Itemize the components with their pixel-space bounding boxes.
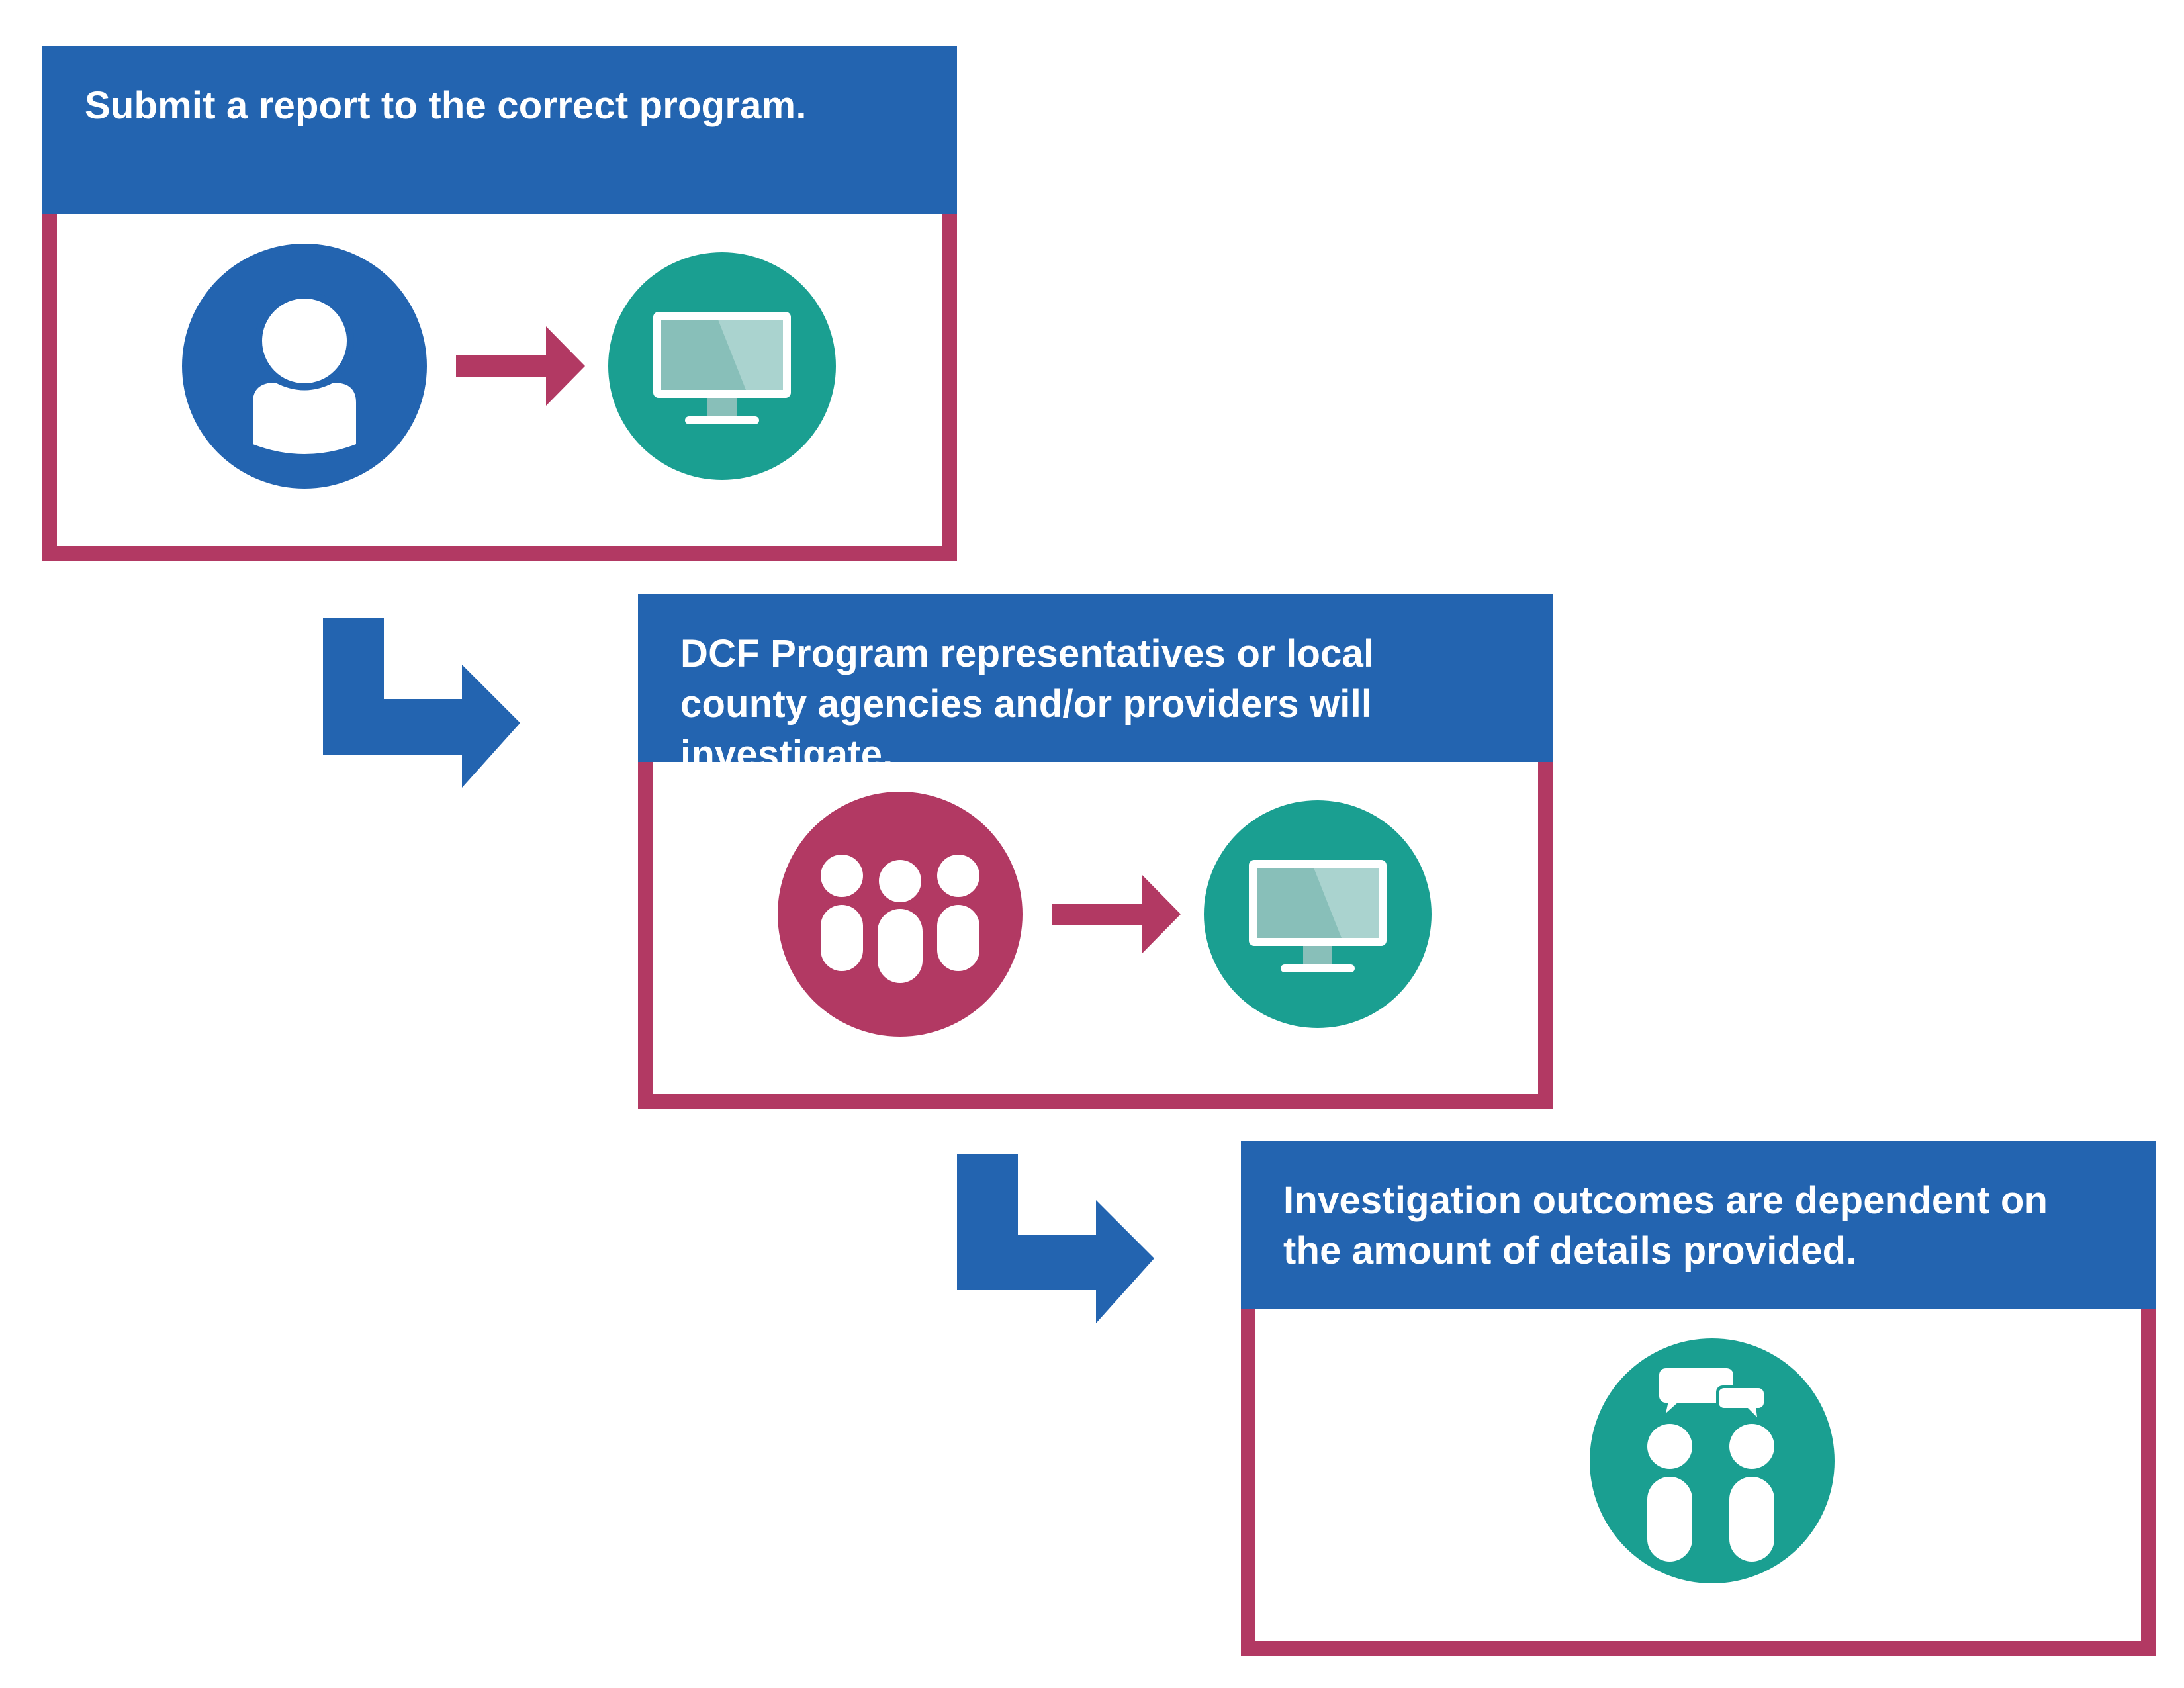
conversation-icon bbox=[1590, 1338, 1835, 1583]
step-3-text: Investigation outcomes are dependent on … bbox=[1283, 1179, 2048, 1272]
right-arrow-icon bbox=[456, 326, 585, 406]
speech-bubble-icon bbox=[1716, 1385, 1766, 1417]
step-3-header: Investigation outcomes are dependent on … bbox=[1241, 1141, 2156, 1309]
step-2-header: DCF Program representatives or local cou… bbox=[638, 594, 1553, 776]
step-1-text: Submit a report to the correct program. bbox=[85, 84, 807, 127]
elbow-arrow-icon bbox=[957, 1154, 1154, 1323]
step-2-text: DCF Program representatives or local cou… bbox=[680, 632, 1375, 776]
right-arrow-icon bbox=[1052, 874, 1181, 954]
step-3-card: Investigation outcomes are dependent on … bbox=[1241, 1141, 2156, 1656]
step-3-body bbox=[1241, 1309, 2156, 1656]
step-1-card: Submit a report to the correct program. bbox=[42, 46, 957, 561]
step-1-header: Submit a report to the correct program. bbox=[42, 46, 957, 214]
step-2-body bbox=[638, 762, 1553, 1109]
step-2-card: DCF Program representatives or local cou… bbox=[638, 594, 1553, 1109]
speech-bubble-icon bbox=[1659, 1368, 1733, 1413]
computer-monitor-icon bbox=[608, 252, 836, 480]
person-icon bbox=[182, 244, 427, 489]
group-of-people-icon bbox=[778, 792, 1023, 1037]
step-1-body bbox=[42, 214, 957, 561]
computer-monitor-icon bbox=[1204, 800, 1432, 1028]
elbow-arrow-icon bbox=[323, 618, 520, 788]
